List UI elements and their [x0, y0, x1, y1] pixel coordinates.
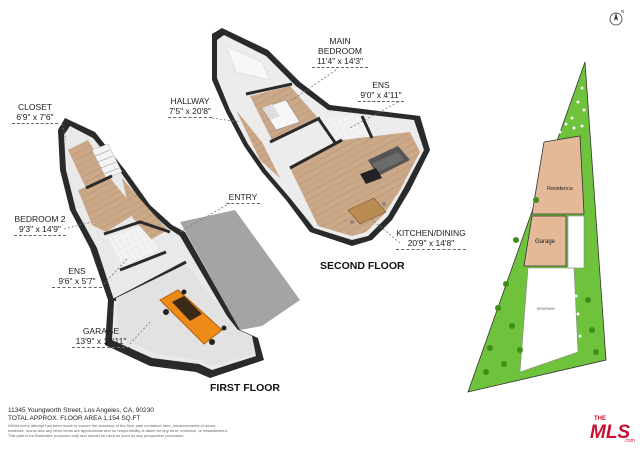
ens-1-name: ENS [68, 266, 86, 276]
bedroom-2-label: BEDROOM 2 9'3" x 14'9" [14, 214, 66, 236]
entry-label: ENTRY [226, 192, 260, 204]
second-floor-plan [212, 28, 430, 246]
main-bedroom-label: MAIN BEDROOM 11'4" x 14'3" [312, 36, 368, 68]
residence-block [531, 135, 585, 215]
garage-dimensions: 13'9" x 18'11" [72, 336, 130, 348]
disclaimer-line-1: Whilst every attempt has been made to en… [8, 423, 217, 428]
entry-name: ENTRY [226, 192, 260, 204]
hallway-label: HALLWAY 7'5" x 20'8" [168, 96, 212, 118]
closet-dimensions: 6'9" x 7'6" [12, 112, 58, 124]
total-floor-area: TOTAL APPROX. FLOOR AREA 1,154 SQ.FT [8, 414, 141, 422]
ens-2-label: ENS 9'0" x 4'11" [358, 80, 404, 102]
main-bedroom-name-line1: MAIN [329, 36, 351, 46]
hallway-dimensions: 7'5" x 20'8" [168, 106, 212, 118]
site-garage-label: Garage [535, 239, 556, 245]
closet-label: CLOSET 6'9" x 7'6" [12, 102, 58, 124]
shrub-markers [483, 197, 599, 375]
concrete-pad [180, 210, 300, 330]
logo-the: THE [594, 416, 606, 422]
hallway-name: HALLWAY [170, 96, 210, 106]
closet-floor [68, 140, 110, 188]
garage-block [523, 215, 567, 267]
first-floor-plan [58, 118, 300, 378]
site-driveway-label: DRIVEWAY [537, 307, 556, 311]
garage-name: GARAGE [82, 326, 120, 336]
footer: 11345 Youngworth Street, Los Angeles, CA… [8, 407, 308, 438]
ens-2-dimensions: 9'0" x 4'11" [358, 90, 404, 102]
side-yard-white [567, 215, 585, 269]
hallway-floor [236, 110, 280, 178]
bedroom-2-name: BEDROOM 2 [14, 214, 66, 224]
leader-lines [61, 69, 401, 345]
ens-1-dimensions: 9'6" x 5'7" [52, 276, 102, 288]
bed-icon [261, 99, 301, 131]
site-plan: Residence Garage DRIVEWAY [467, 61, 607, 393]
logo-mls: MLS [590, 422, 630, 443]
disclaimer-line-2: windows, rooms and any other items are a… [8, 428, 228, 433]
mls-logo: THE MLS .com [590, 416, 635, 444]
north-label: N [621, 9, 624, 14]
stairs [91, 143, 123, 179]
first-floor-title: FIRST FLOOR [210, 382, 280, 394]
dining-table-icon [347, 197, 387, 225]
closet-name: CLOSET [17, 102, 52, 112]
ens-2-name: ENS [372, 80, 390, 90]
sofa-icon [368, 146, 410, 176]
main-bedroom-name-line2: BEDROOM [318, 46, 362, 56]
kitchen-dining-name: KITCHEN/DINING [396, 228, 466, 238]
bedroom-2-floor [78, 178, 138, 232]
bedroom-2-dimensions: 9'3" x 14'9" [14, 224, 66, 236]
logo-com: .com [624, 438, 635, 444]
disclaimer-line-3: This plan is for illustrative purposes o… [8, 433, 185, 438]
kitchen-dining-dimensions: 20'9" x 14'8" [396, 238, 466, 250]
kitchen-dining-label: KITCHEN/DINING 20'9" x 14'8" [396, 228, 466, 250]
ens-1-label: ENS 9'6" x 5'7" [52, 266, 102, 288]
car-icon [159, 289, 227, 345]
main-bedroom-dimensions: 11'4" x 14'3" [312, 56, 368, 68]
yard-markers [552, 86, 586, 338]
ens-1-floor [108, 226, 160, 268]
north-arrow-icon: N [609, 9, 624, 26]
deck [225, 45, 271, 81]
first-floor-hall [122, 178, 168, 240]
property-address: 11345 Youngworth Street, Los Angeles, CA… [8, 407, 154, 414]
coffee-table-icon [360, 168, 382, 184]
garage-label: GARAGE 13'9" x 18'11" [72, 326, 130, 348]
site-residence-label: Residence [547, 186, 573, 192]
driveway-area [519, 267, 579, 373]
first-floor-walls [85, 174, 187, 302]
second-floor-title: SECOND FLOOR [320, 260, 405, 272]
second-floor-walls [245, 82, 374, 170]
